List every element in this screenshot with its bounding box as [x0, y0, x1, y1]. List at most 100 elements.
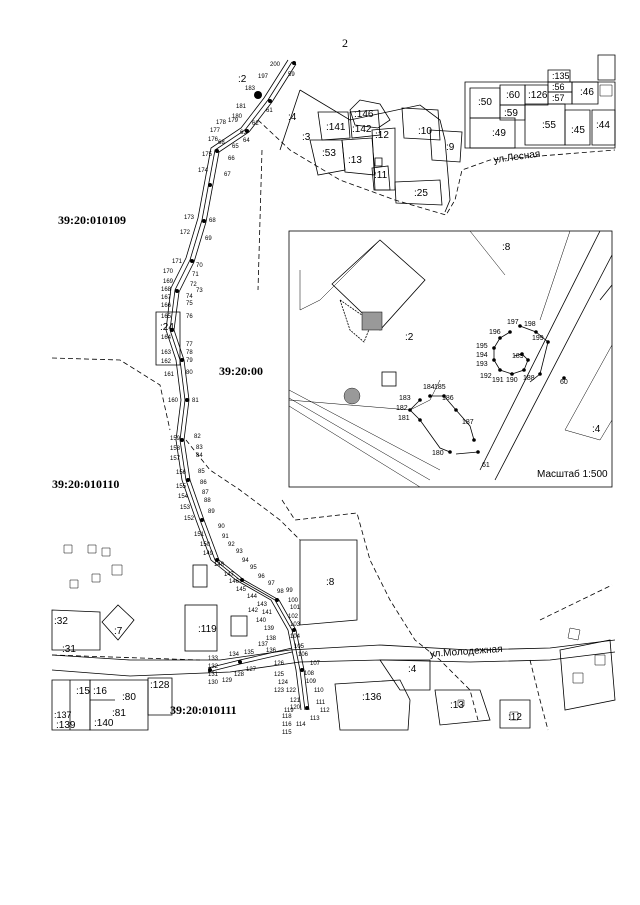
plot-label: :139 [56, 720, 76, 731]
plot-label: :80 [122, 692, 136, 703]
inset-point-label: 190 [506, 377, 518, 384]
inset-point-label: 186 [442, 395, 454, 402]
route-point-label: 69 [205, 236, 212, 242]
route-point-label: 173 [184, 215, 195, 221]
route-point-label: 83 [196, 445, 203, 451]
route-point-label: 73 [196, 288, 203, 294]
plot-label: :2 [405, 332, 414, 343]
route-point-label: 167 [161, 295, 172, 301]
building-block-north [279, 89, 463, 213]
route-point-label: 120 [290, 705, 301, 711]
route-point-label: 68 [209, 218, 216, 224]
route-point-label: 141 [262, 610, 273, 616]
route-point-label: 76 [186, 314, 193, 320]
plot-label: :50 [478, 97, 492, 108]
route-point-label: 62 [252, 121, 259, 127]
route-point-label: 160 [168, 398, 179, 404]
route-point-label: 128 [234, 672, 245, 678]
route-point-label: 200 [270, 62, 281, 68]
route-point-label: 106 [298, 652, 309, 658]
route-point-label: 88 [204, 498, 211, 504]
inset-point-label: 195 [476, 343, 488, 350]
route-point-label: 111 [316, 700, 326, 706]
plot-label: :2 [238, 74, 247, 85]
plot-label: :3 [302, 132, 311, 143]
route-point-label: 178 [216, 120, 227, 126]
route-point-label: 68 [218, 140, 225, 146]
route-point-label: 61 [266, 108, 273, 114]
zone-boundary-center [185, 439, 301, 541]
street-line-molodezhnaya-north [51, 639, 616, 661]
plot-label: :136 [362, 692, 382, 703]
plot-label: :137 [54, 710, 72, 720]
route-point-label: 105 [294, 644, 305, 650]
inset-point-label: 187 [462, 419, 474, 426]
route-point-label: 94 [242, 558, 249, 564]
route-point-label: 130 [208, 680, 219, 686]
route-point-label: 103 [290, 622, 301, 628]
route-point-label: 70 [196, 263, 203, 269]
plot-label: :59 [504, 108, 518, 119]
route-point-label: 164 [161, 335, 172, 341]
inset-point-label: 61 [482, 462, 490, 469]
inset-point-label: 60 [560, 379, 568, 386]
plot-label: :49 [492, 128, 506, 139]
plot-label: :13 [348, 155, 362, 166]
route-point-label: 123 [274, 688, 285, 694]
plot-label: :46 [580, 87, 594, 98]
zone-boundary-south [51, 654, 201, 661]
plot-label: :32 [54, 616, 68, 627]
route-point-label: 169 [163, 279, 174, 285]
route-point-label: 170 [163, 269, 174, 275]
plot-label: :24 [160, 322, 174, 333]
route-point-label: 162 [161, 359, 172, 365]
route-point-label: 125 [274, 672, 285, 678]
street-label-lesnaya: ул.Лесная [493, 149, 541, 166]
route-nodes [170, 61, 309, 710]
route-point-label: 127 [246, 667, 257, 673]
route-point-label: 124 [278, 680, 289, 686]
plot-labels: :2 :3 :4 :12 :141 :142 :146 :53 :13 :11 … [54, 71, 610, 731]
route-point-label: 93 [236, 549, 243, 555]
route-point-label: 78 [186, 350, 193, 356]
route-point-label: 183 [245, 86, 256, 92]
plot-label: :57 [552, 93, 565, 103]
route-point-label: 131 [208, 672, 219, 678]
plot-label: :45 [571, 125, 585, 136]
plot-label: :25 [414, 188, 428, 199]
zone-label-010110: 39:20:010110 [52, 477, 119, 491]
plot-label: :141 [326, 122, 346, 133]
route-point-label: 143 [257, 602, 268, 608]
route-point-label: 119 [284, 708, 294, 714]
route-point-label: 132 [208, 664, 219, 670]
plot-label: :142 [352, 124, 372, 135]
route-point-label: 82 [194, 434, 201, 440]
route-point-label: 104 [290, 634, 301, 640]
route-point-label: 161 [164, 372, 175, 378]
plot-label: :146 [354, 109, 374, 120]
inset-point-label: 194 [476, 352, 488, 359]
route-point-label: 107 [310, 661, 321, 667]
route-point-labels-right: 59 61 62 63 64 65 66 67 68 69 70 71 72 7… [186, 72, 330, 728]
boundary-dashed-west [257, 149, 263, 291]
route-point-label: 149 [203, 551, 214, 557]
route-point-label: 121 [290, 698, 301, 704]
route-point-label: 85 [198, 469, 205, 475]
route-point-label: 180 [232, 114, 243, 120]
plot-label: :16 [93, 686, 107, 697]
route-point-label: 168 [161, 287, 172, 293]
route-point-label: 72 [190, 282, 197, 288]
route-point-label: 158 [170, 446, 181, 452]
route-point-label: 150 [200, 542, 211, 548]
route-point-label: 153 [180, 505, 191, 511]
building-block-northeast [464, 54, 616, 149]
plot-24-outline [155, 311, 181, 366]
route-point-label: 90 [218, 524, 225, 530]
plot-label: :140 [94, 718, 114, 729]
route-point-label: 148 [214, 562, 225, 568]
zone-label-010111: 39:20:010111 [170, 703, 237, 717]
plot-label: :119 [198, 624, 217, 635]
route-point-label: 129 [222, 678, 233, 684]
route-point-label: 96 [258, 574, 265, 580]
